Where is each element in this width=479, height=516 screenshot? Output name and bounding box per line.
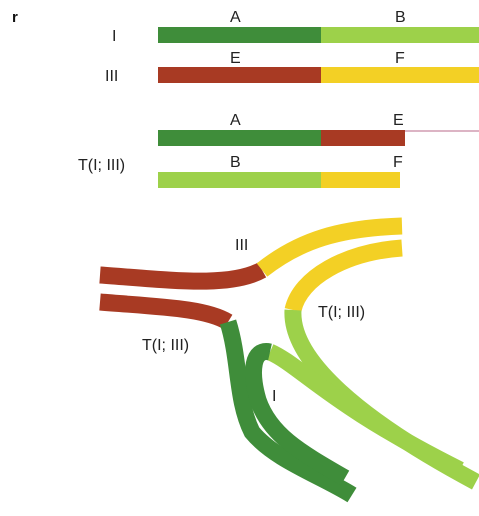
pairing-T-right-yellow-arm <box>284 239 403 313</box>
arm-label-E-translocation: E <box>393 112 404 129</box>
chromosome-I-label: I <box>112 28 116 45</box>
arm-label-A-top: A <box>230 9 241 26</box>
pairing-label-T-right: T(I; III) <box>318 304 365 321</box>
pairing-III-yellow-arm <box>256 217 403 277</box>
pairing-T-left-green-arm <box>219 319 357 503</box>
translocation-upper-arm-E <box>321 130 405 146</box>
translocation-label: T(I; III) <box>78 157 125 174</box>
chr-I-arm-A <box>158 27 321 43</box>
pairing-label-T-left: T(I; III) <box>142 337 189 354</box>
arm-label-B-translocation: B <box>230 154 241 171</box>
pairing-I-light-green-arm <box>266 344 464 478</box>
pairing-III-red-arm <box>99 262 267 290</box>
pairing-label-I: I <box>272 388 276 405</box>
arm-label-E-top: E <box>230 50 241 67</box>
pairing-I-dark-green-arm <box>245 343 350 486</box>
chr-III-arm-F <box>321 67 479 83</box>
chr-I-arm-B <box>321 27 479 43</box>
translocation-upper-arm-A <box>158 130 321 146</box>
pairing-T-left-red-arm <box>99 293 233 330</box>
translocation-lower-arm-B <box>158 172 321 188</box>
chromosome-III-label: III <box>105 68 118 85</box>
arm-label-A-translocation: A <box>230 112 241 129</box>
pairing-label-III: III <box>235 237 248 254</box>
translocation-lower-arm-F <box>321 172 400 188</box>
arm-label-F-top: F <box>395 50 405 67</box>
arm-label-B-top: B <box>395 9 406 26</box>
chr-III-arm-E <box>158 67 321 83</box>
arm-label-F-translocation: F <box>393 154 403 171</box>
panel-label: r <box>12 9 18 26</box>
